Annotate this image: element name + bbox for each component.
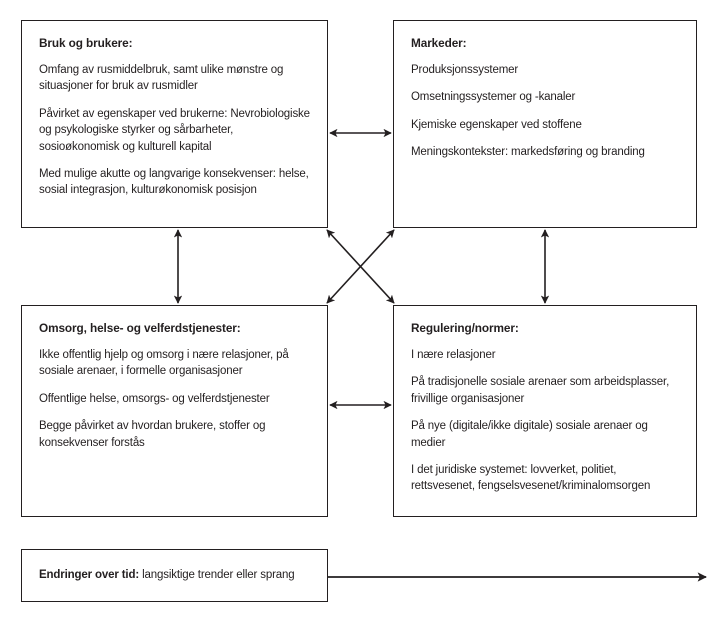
box-heading: Markeder:: [411, 36, 467, 50]
box-paragraph: Kjemiske egenskaper ved stoffene: [411, 118, 582, 131]
timeline-label-bold: Endringer over tid:: [39, 569, 140, 581]
box-omsorg-helse-velferdstjenester: Omsorg, helse- og velferdstjenester: Ikk…: [21, 305, 328, 517]
box-bruk-og-brukere: Bruk og brukere: Omfang av rusmiddelbruk…: [21, 20, 328, 228]
box-paragraph: Omfang av rusmiddelbruk, samt ulike møns…: [39, 64, 284, 93]
box-paragraph: Meningskontekster: markedsføring og bran…: [411, 146, 645, 159]
box-endringer-over-tid: Endringer over tid: langsiktige trender …: [21, 549, 328, 602]
box-regulering-normer: Regulering/normer: I nære relasjoner På …: [393, 305, 697, 517]
box-heading: Bruk og brukere:: [39, 36, 133, 50]
box-paragraph: Offentlige helse, omsorgs- og velferdstj…: [39, 392, 270, 405]
box-heading: Omsorg, helse- og velferdstjenester:: [39, 321, 241, 335]
connector-diagonal-topleft-bottomright: [326, 229, 395, 304]
box-paragraph: Med mulige akutte og langvarige konsekve…: [39, 168, 309, 197]
box-paragraph: På nye (digitale/ikke digitale) sosiale …: [411, 420, 648, 449]
timeline-label: Endringer over tid: langsiktige trender …: [39, 568, 295, 583]
box-markeder: Markeder: Produksjonssystemer Omsetnings…: [393, 20, 697, 228]
box-paragraph: Ikke offentlig hjelp og omsorg i nære re…: [39, 349, 289, 378]
box-heading: Regulering/normer:: [411, 321, 519, 335]
box-paragraph: I nære relasjoner: [411, 349, 496, 361]
box-paragraph: Begge påvirket av hvordan brukere, stoff…: [39, 420, 266, 449]
box-paragraph: Produksjonssystemer: [411, 64, 519, 76]
box-paragraph: På tradisjonelle sosiale arenaer som arb…: [411, 376, 670, 405]
box-paragraph: Påvirket av egenskaper ved brukerne: Nev…: [39, 107, 310, 153]
box-paragraph: Omsetningssystemer og -kanaler: [411, 91, 576, 104]
box-paragraph: I det juridiske systemet: lovverket, pol…: [411, 464, 651, 493]
connector-diagonal-topright-bottomleft: [326, 229, 395, 304]
timeline-label-rest: langsiktige trender eller sprang: [139, 569, 295, 581]
